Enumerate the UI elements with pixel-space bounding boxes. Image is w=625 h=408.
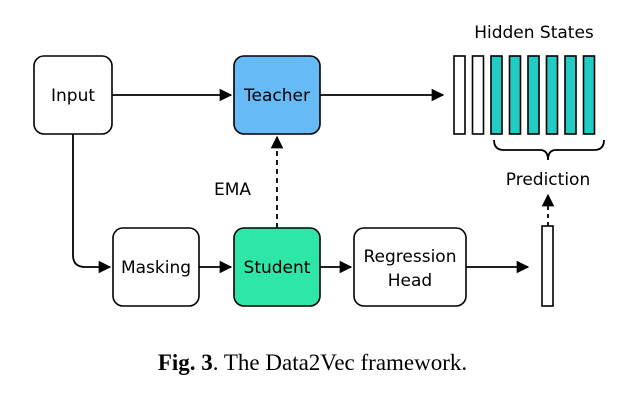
hidden-states-brace (493, 139, 605, 161)
hidden-state-bar-filled (564, 55, 577, 135)
hidden-states-label: Hidden States (474, 23, 594, 43)
caption-fig-number: Fig. 3 (157, 350, 213, 375)
arrow-input-to-masking (72, 134, 112, 274)
hidden-state-bar-filled (490, 55, 503, 135)
regression-label-line1: Regression (364, 247, 457, 267)
student-label: Student (244, 258, 311, 278)
regression-label-line2: Head (388, 271, 432, 291)
teacher-label: Teacher (243, 86, 310, 106)
caption-text: . The Data2Vec framework. (212, 350, 468, 375)
output-vector (541, 225, 554, 307)
hidden-state-bar-filled (527, 55, 540, 135)
regression-head-box (353, 227, 467, 307)
hidden-state-bar-filled (582, 55, 596, 135)
figure-caption: Fig. 3. The Data2Vec framework. (0, 350, 625, 376)
hidden-state-bar-plain (471, 55, 485, 135)
masking-label: Masking (121, 258, 191, 278)
hidden-states-bars (453, 55, 596, 135)
ema-label: EMA (214, 180, 251, 200)
input-label: Input (51, 86, 95, 106)
hidden-state-bar-filled (545, 55, 559, 135)
hidden-state-bar-plain (453, 55, 466, 135)
hidden-state-bar-filled (508, 55, 522, 135)
prediction-label: Prediction (506, 170, 590, 190)
